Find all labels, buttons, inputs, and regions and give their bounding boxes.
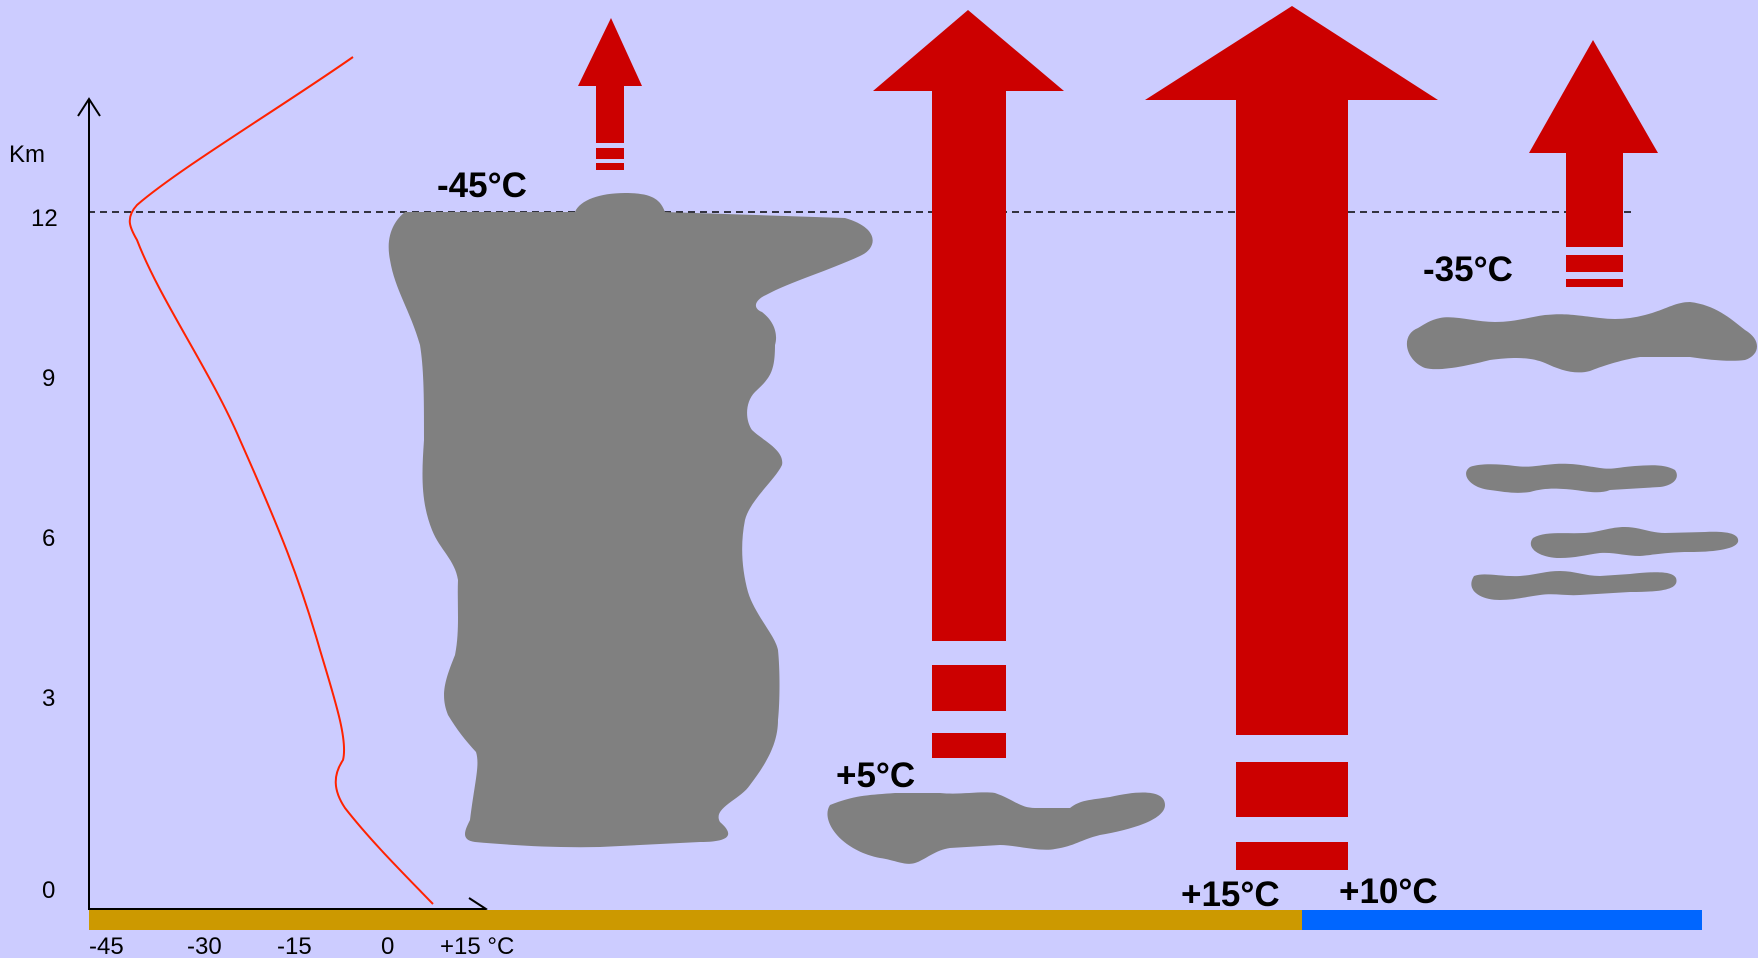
x-tick-label: -30 bbox=[187, 933, 222, 958]
right-top-temp-label: -35°C bbox=[1423, 250, 1513, 289]
cloud-icon bbox=[1466, 463, 1677, 493]
sea-strip bbox=[1302, 910, 1702, 930]
y-tick-label: 0 bbox=[42, 877, 55, 904]
small-cloud-temp-label: +5°C bbox=[836, 756, 915, 795]
x-tick-label: +15 °C bbox=[440, 933, 514, 958]
cloud-icon bbox=[827, 792, 1165, 864]
land-temp-label: +15°C bbox=[1181, 875, 1280, 914]
up-arrow-icon bbox=[578, 18, 642, 170]
up-arrow-icon bbox=[873, 10, 1064, 758]
cloud-icon bbox=[1530, 527, 1739, 558]
y-tick-label: 6 bbox=[42, 525, 55, 552]
x-tick-label: 0 bbox=[381, 933, 394, 958]
y-tick-label: 12 bbox=[31, 205, 58, 232]
y-tick-label: 9 bbox=[42, 365, 55, 392]
up-arrow-icon bbox=[1145, 6, 1438, 870]
cb-top-temp-label: -45°C bbox=[437, 166, 527, 205]
x-tick-label: -45 bbox=[89, 933, 124, 958]
cumulonimbus-cloud-icon bbox=[388, 193, 873, 848]
up-arrow-icon bbox=[1529, 40, 1658, 287]
x-tick-label: -15 bbox=[277, 933, 312, 958]
temperature-profile-curve bbox=[128, 56, 434, 905]
y-axis bbox=[77, 97, 101, 910]
sea-temp-label: +10°C bbox=[1339, 872, 1438, 911]
cloud-icon bbox=[1406, 302, 1758, 373]
y-tick-label: 3 bbox=[42, 685, 55, 712]
land-strip bbox=[89, 910, 1302, 930]
y-axis-unit: Km bbox=[9, 141, 45, 168]
cloud-icon bbox=[1471, 571, 1677, 600]
